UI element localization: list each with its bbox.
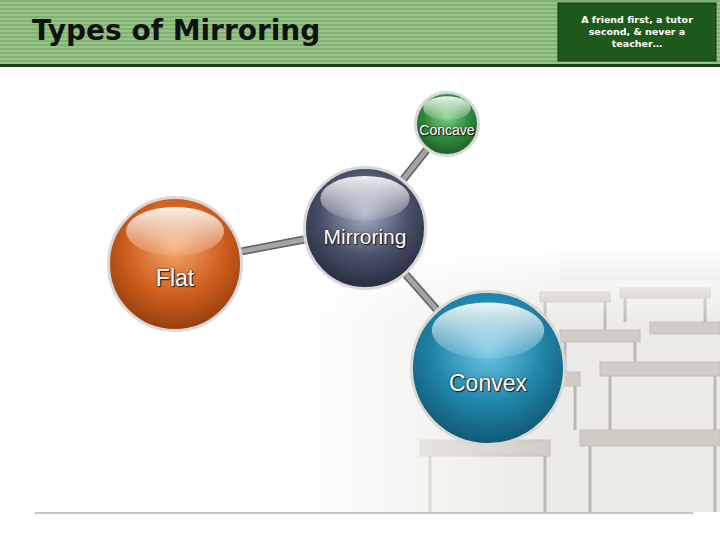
header-tint xyxy=(0,0,720,66)
connector-outline xyxy=(403,150,426,179)
node-label: Convex xyxy=(410,370,566,396)
circle-shape xyxy=(410,290,566,446)
tagline-panel xyxy=(558,3,716,61)
footer-ground xyxy=(0,514,720,540)
connector-line xyxy=(403,150,426,179)
circle-fill xyxy=(412,292,565,445)
flat-circle: Flat xyxy=(107,196,243,332)
gloss-highlight xyxy=(126,207,224,256)
convex-circle: Convex xyxy=(410,290,566,446)
gloss-highlight xyxy=(423,96,471,120)
gloss-highlight xyxy=(432,302,544,358)
node-label: Flat xyxy=(107,265,243,291)
connector-line xyxy=(406,275,437,310)
hub-circle: Mirroring xyxy=(303,166,427,290)
footer-rule xyxy=(35,513,693,514)
concave-circle: Concave xyxy=(414,91,480,157)
header-bar xyxy=(0,0,720,66)
circle-shape xyxy=(107,196,243,332)
node-label: Concave xyxy=(414,122,480,138)
connector-line xyxy=(242,240,304,252)
tagline-text: A friend first, a tutor second, & never … xyxy=(560,4,714,60)
gloss-highlight xyxy=(320,176,409,221)
node-label: Mirroring xyxy=(303,225,427,249)
connector-outline xyxy=(406,275,437,310)
header-rule xyxy=(0,64,720,67)
connector-outline xyxy=(242,240,304,252)
slide-title: Types of Mirroring xyxy=(32,14,320,47)
circle-fill xyxy=(109,198,242,331)
